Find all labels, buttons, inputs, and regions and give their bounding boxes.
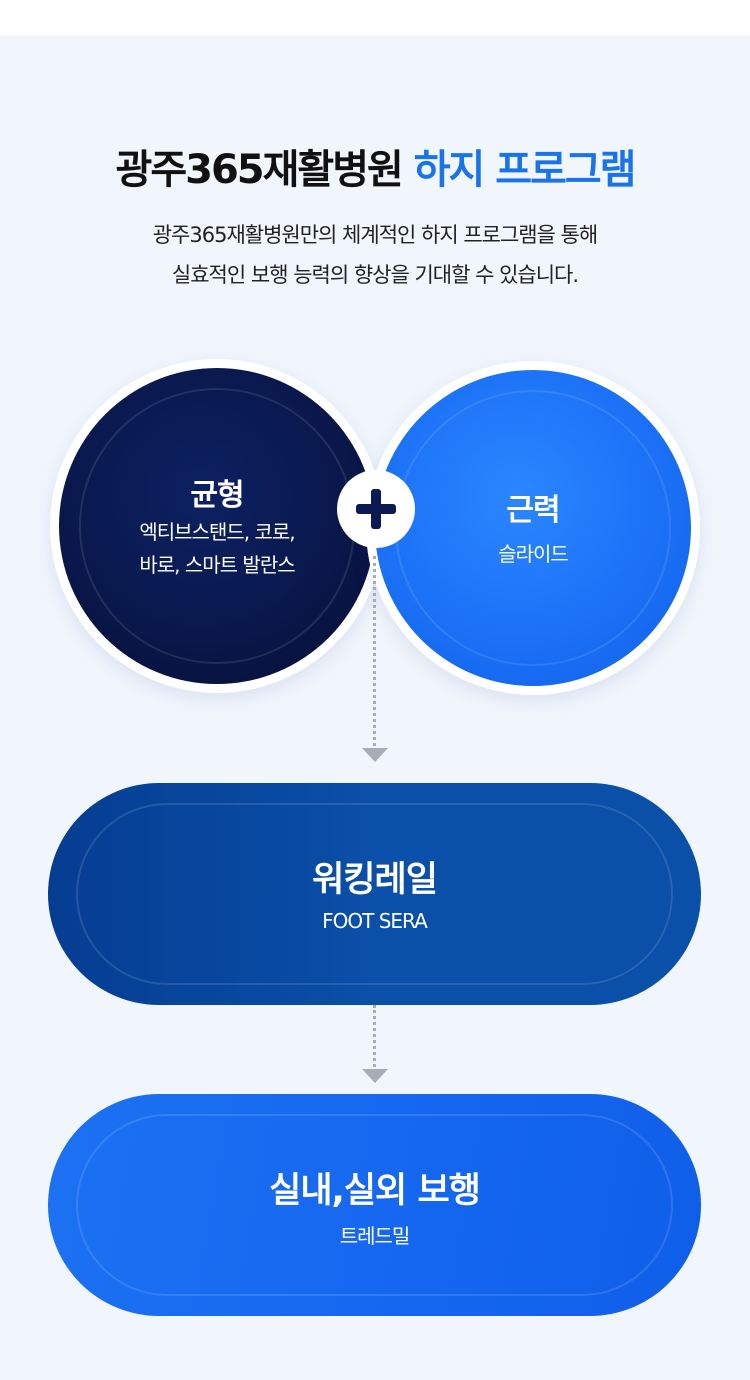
walking-card: 실내,실외 보행 트레드밀: [48, 1094, 701, 1316]
balance-circle-frame: 균형 엑티브스탠드, 코로, 바로, 스마트 발란스: [50, 359, 384, 693]
balance-programs-line: 엑티브스탠드, 코로,: [139, 520, 295, 544]
plus-icon: [337, 470, 415, 548]
walking-subtitle: 트레드밀: [339, 1224, 411, 1248]
title-main: 광주365재활병원: [115, 147, 404, 193]
title-accent: 하지 프로그램: [413, 147, 637, 193]
description-line: 광주365재활병원만의 체계적인 하지 프로그램을 통해: [152, 223, 599, 247]
walking-rail-title: 워킹레일: [312, 860, 438, 900]
balance-title: 균형: [190, 478, 244, 513]
strength-title: 근력: [506, 493, 560, 528]
connector-line: [373, 556, 376, 746]
strength-circle: 근력 슬라이드: [375, 370, 691, 686]
connector-line: [373, 1005, 376, 1067]
strength-circle-frame: 근력 슬라이드: [366, 361, 700, 695]
walking-title: 실내,실외 보행: [269, 1171, 481, 1211]
walking-rail-subtitle: FOOT SERA: [322, 909, 428, 933]
page-description: 광주365재활병원만의 체계적인 하지 프로그램을 통해 실효적인 보행 능력의…: [0, 215, 750, 295]
plus-icon-vertical: [371, 489, 381, 529]
arrow-down-icon: [362, 1069, 388, 1083]
strength-programs-line: 슬라이드: [498, 542, 569, 566]
description-line: 실효적인 보행 능력의 향상을 기대할 수 있습니다.: [171, 263, 579, 287]
balance-circle: 균형 엑티브스탠드, 코로, 바로, 스마트 발란스: [59, 368, 375, 684]
arrow-down-icon: [362, 748, 388, 762]
page-title: 광주365재활병원 하지 프로그램: [0, 140, 750, 200]
balance-programs-line: 바로, 스마트 발란스: [139, 553, 295, 577]
balance-programs: 엑티브스탠드, 코로, 바로, 스마트 발란스: [59, 516, 375, 582]
walking-rail-card: 워킹레일 FOOT SERA: [48, 783, 701, 1005]
strength-programs: 슬라이드: [375, 538, 691, 571]
